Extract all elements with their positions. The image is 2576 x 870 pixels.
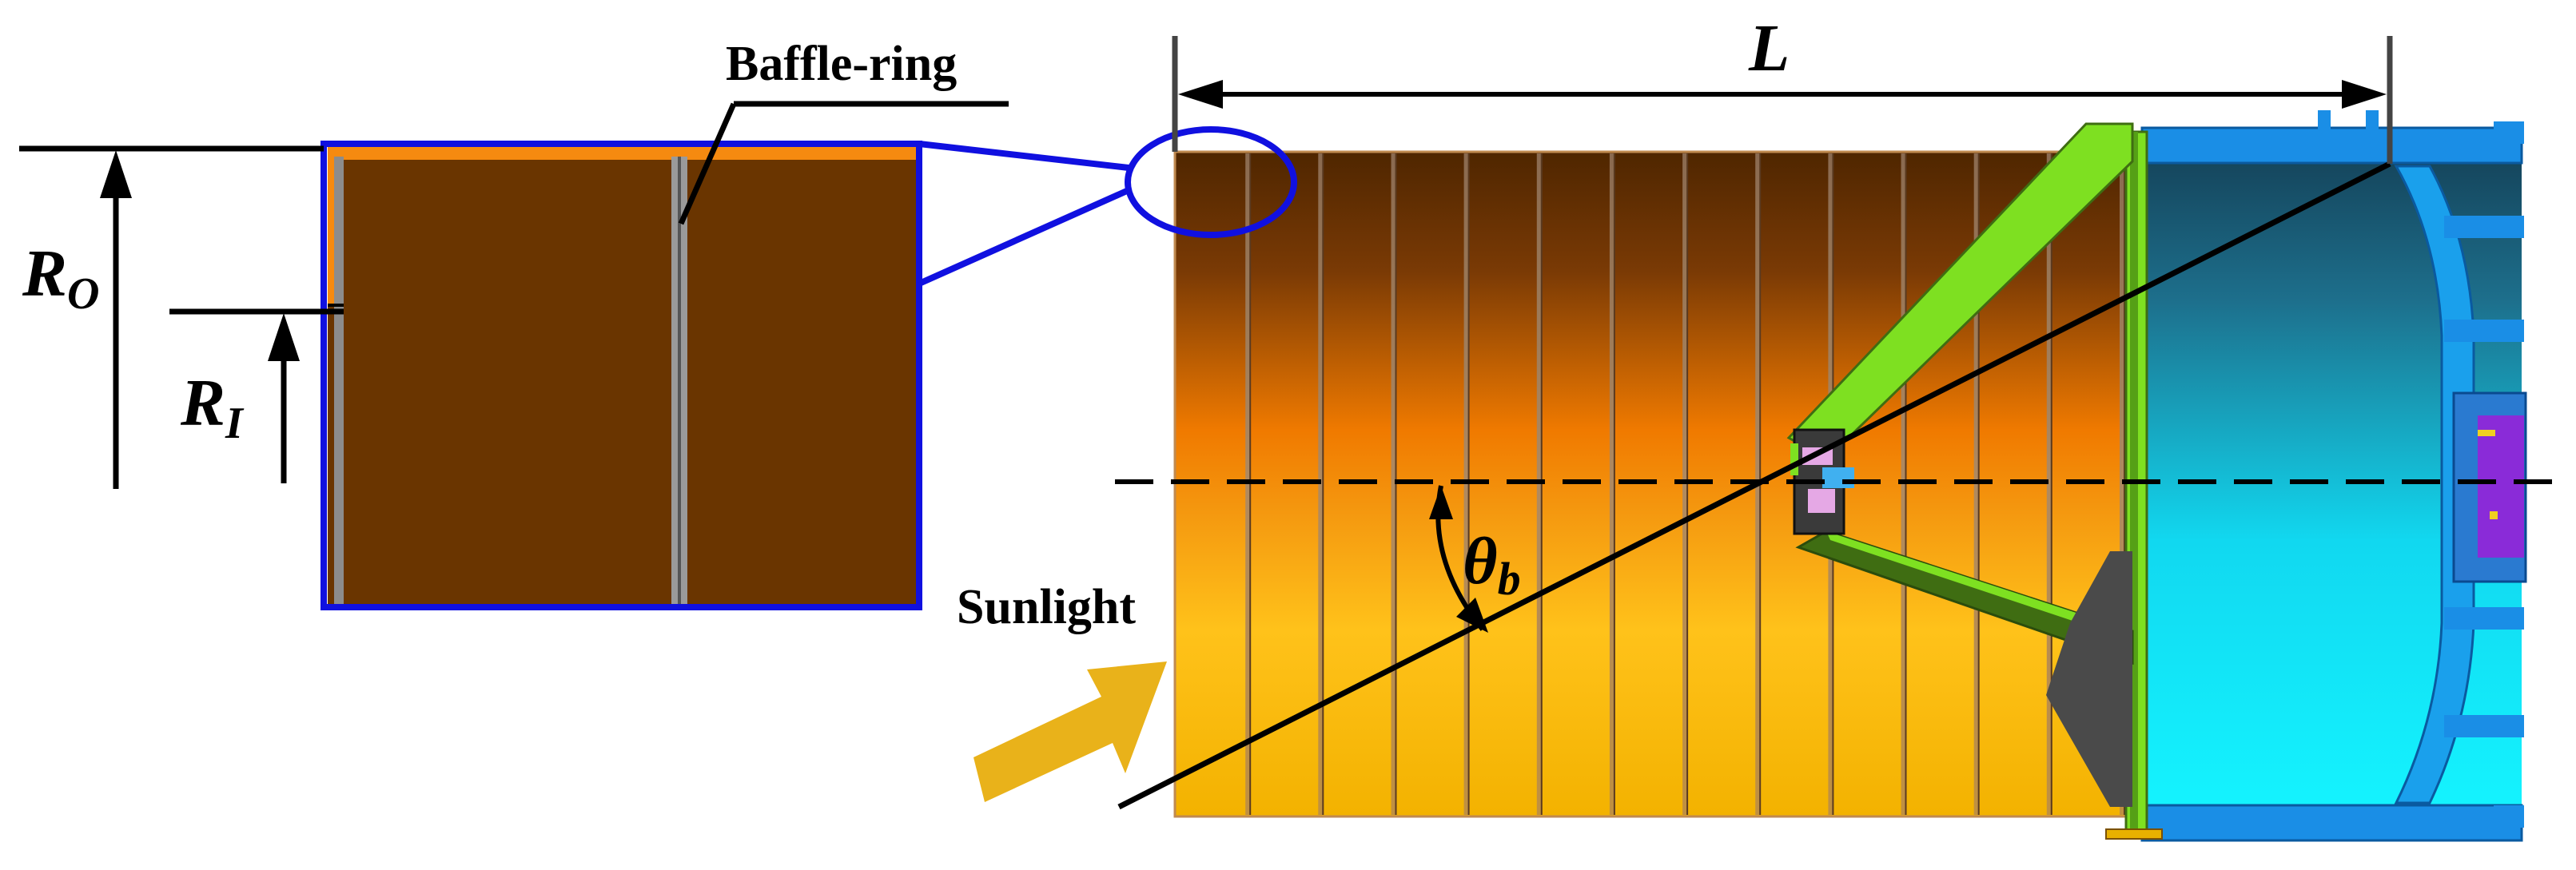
- angle-marker: θb: [1429, 485, 1521, 633]
- ri-label: RI: [180, 366, 245, 448]
- angle-label: θb: [1463, 524, 1521, 605]
- angle-arrow-bottom: [1456, 598, 1488, 633]
- baffle-ring-leader-diag: [678, 102, 737, 225]
- secondary-mirror-blue: [1822, 467, 1854, 488]
- ri-label-main: R: [180, 366, 225, 440]
- angle-arrow-top: [1429, 486, 1453, 519]
- ro-label-main: R: [22, 236, 67, 311]
- secondary-mirror-pink-2: [1808, 489, 1835, 513]
- zoom-plate-mid-line: [678, 157, 681, 607]
- ri-arrow-head: [268, 313, 300, 361]
- ro-label: RO: [22, 236, 99, 319]
- length-dimension: L: [1172, 11, 2393, 164]
- baffle-ring-label: Baffle-ring: [726, 37, 957, 91]
- length-label: L: [1748, 11, 1790, 85]
- baffle-vane: [2046, 153, 2052, 815]
- housing-right-tab-top: [2494, 121, 2524, 144]
- zoom-circle: [1125, 126, 1297, 238]
- sunlight-arrow: [973, 661, 1167, 802]
- baffle-vane: [1609, 153, 1614, 815]
- zoom-plate-left: [334, 157, 344, 607]
- housing-right-tab-bottom: [2494, 805, 2524, 828]
- primary-baffle-cone: [2046, 551, 2132, 807]
- zoom-outline: [321, 141, 922, 610]
- purple-mount: [2478, 415, 2524, 558]
- sunlight-label: Sunlight: [957, 580, 1136, 634]
- housing-top-flange: [2318, 110, 2331, 134]
- mirror-rib-2: [2444, 320, 2524, 342]
- housing-top-frame: [2140, 126, 2523, 165]
- l-arrow-right: [2342, 80, 2387, 109]
- mirror-rib-3: [2444, 607, 2524, 630]
- l-arrow-left: [1178, 80, 1223, 109]
- housing-top-flange-2: [2366, 110, 2379, 134]
- angle-label-sub: b: [1498, 553, 1521, 605]
- baffle-ring-callout: Baffle-ring: [678, 37, 1009, 225]
- zoom-connector-top: [918, 141, 1129, 171]
- purple-mount-pin: [2478, 430, 2495, 436]
- purple-mount-pin-2: [2490, 511, 2498, 519]
- sunlight-indicator: Sunlight: [957, 580, 1167, 802]
- ri-label-sub: I: [225, 399, 245, 448]
- secondary-mirror-green: [1790, 443, 1798, 475]
- zoom-connector-bottom: [918, 187, 1130, 287]
- radius-dimensions: RO RI: [19, 145, 344, 489]
- strut-lower-highlight: [1826, 531, 2132, 641]
- angle-label-main: θ: [1463, 524, 1498, 598]
- housing-bottom-frame: [2140, 804, 2523, 842]
- mirror-rib-1: [2444, 216, 2524, 238]
- ro-arrow-head: [100, 150, 132, 198]
- extreme-ray: [1117, 161, 2391, 810]
- bottom-bolt: [2105, 828, 2163, 840]
- ro-label-sub: O: [67, 269, 99, 319]
- telescope-housing: [2105, 110, 2527, 842]
- zoom-body-base: [328, 305, 918, 607]
- baffle-vane: [1391, 153, 1396, 815]
- secondary-mirror-assembly: [1786, 122, 2134, 807]
- mirror-rib-4: [2444, 715, 2524, 737]
- zoom-inset: [321, 141, 1130, 610]
